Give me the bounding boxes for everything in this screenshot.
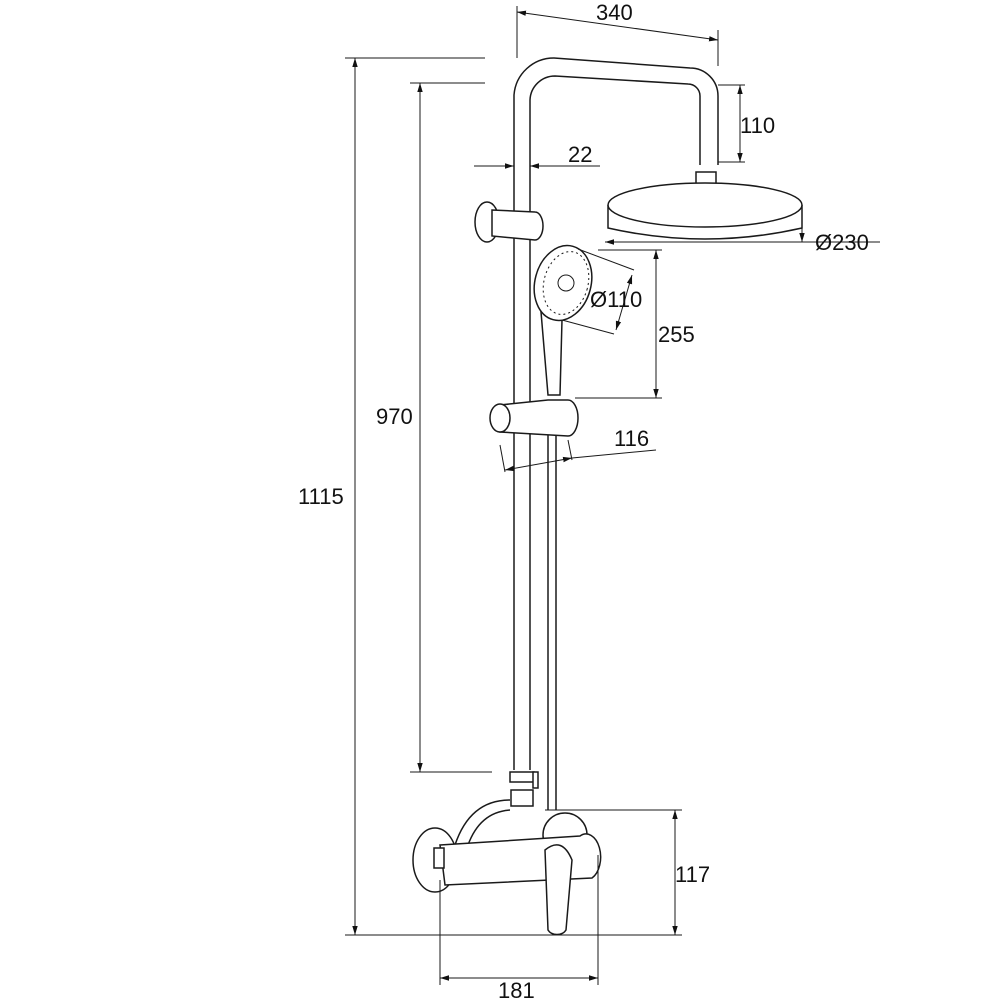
dim-label-255: 255 [658,322,695,347]
dimension-970: 970 [376,82,492,773]
dim-label-230: Ø230 [815,230,869,255]
riser-pipe [513,57,719,770]
dimension-340: 340 [516,0,719,66]
dimension-110-drop: 110 [718,84,775,163]
mixer-valve [412,812,602,936]
dimension-230: Ø230 [605,228,880,255]
dimension-255: 255 [575,249,695,399]
dimension-hand-110: Ø110 [561,248,642,335]
wall-bracket [474,201,544,243]
hand-shower [533,244,593,396]
dimension-117: 117 [345,809,710,936]
dim-label-970: 970 [376,404,413,429]
dimension-181: 181 [439,855,599,1000]
dim-label-22: 22 [568,142,592,167]
dim-label-340: 340 [596,0,633,25]
dim-label-110: 110 [740,113,775,138]
dim-label-1115: 1115 [298,484,344,509]
diverter [454,771,539,846]
dim-label-117: 117 [675,862,710,887]
overhead-shower-head [607,171,803,240]
dimension-1115: 1115 [298,57,485,935]
slider [489,399,579,437]
dimension-116: 116 [499,426,657,473]
dim-label-181: 181 [498,978,535,1000]
dim-label-116: 116 [614,426,649,451]
dim-label-hand-110: Ø110 [590,287,642,312]
dimension-22: 22 [474,142,600,169]
